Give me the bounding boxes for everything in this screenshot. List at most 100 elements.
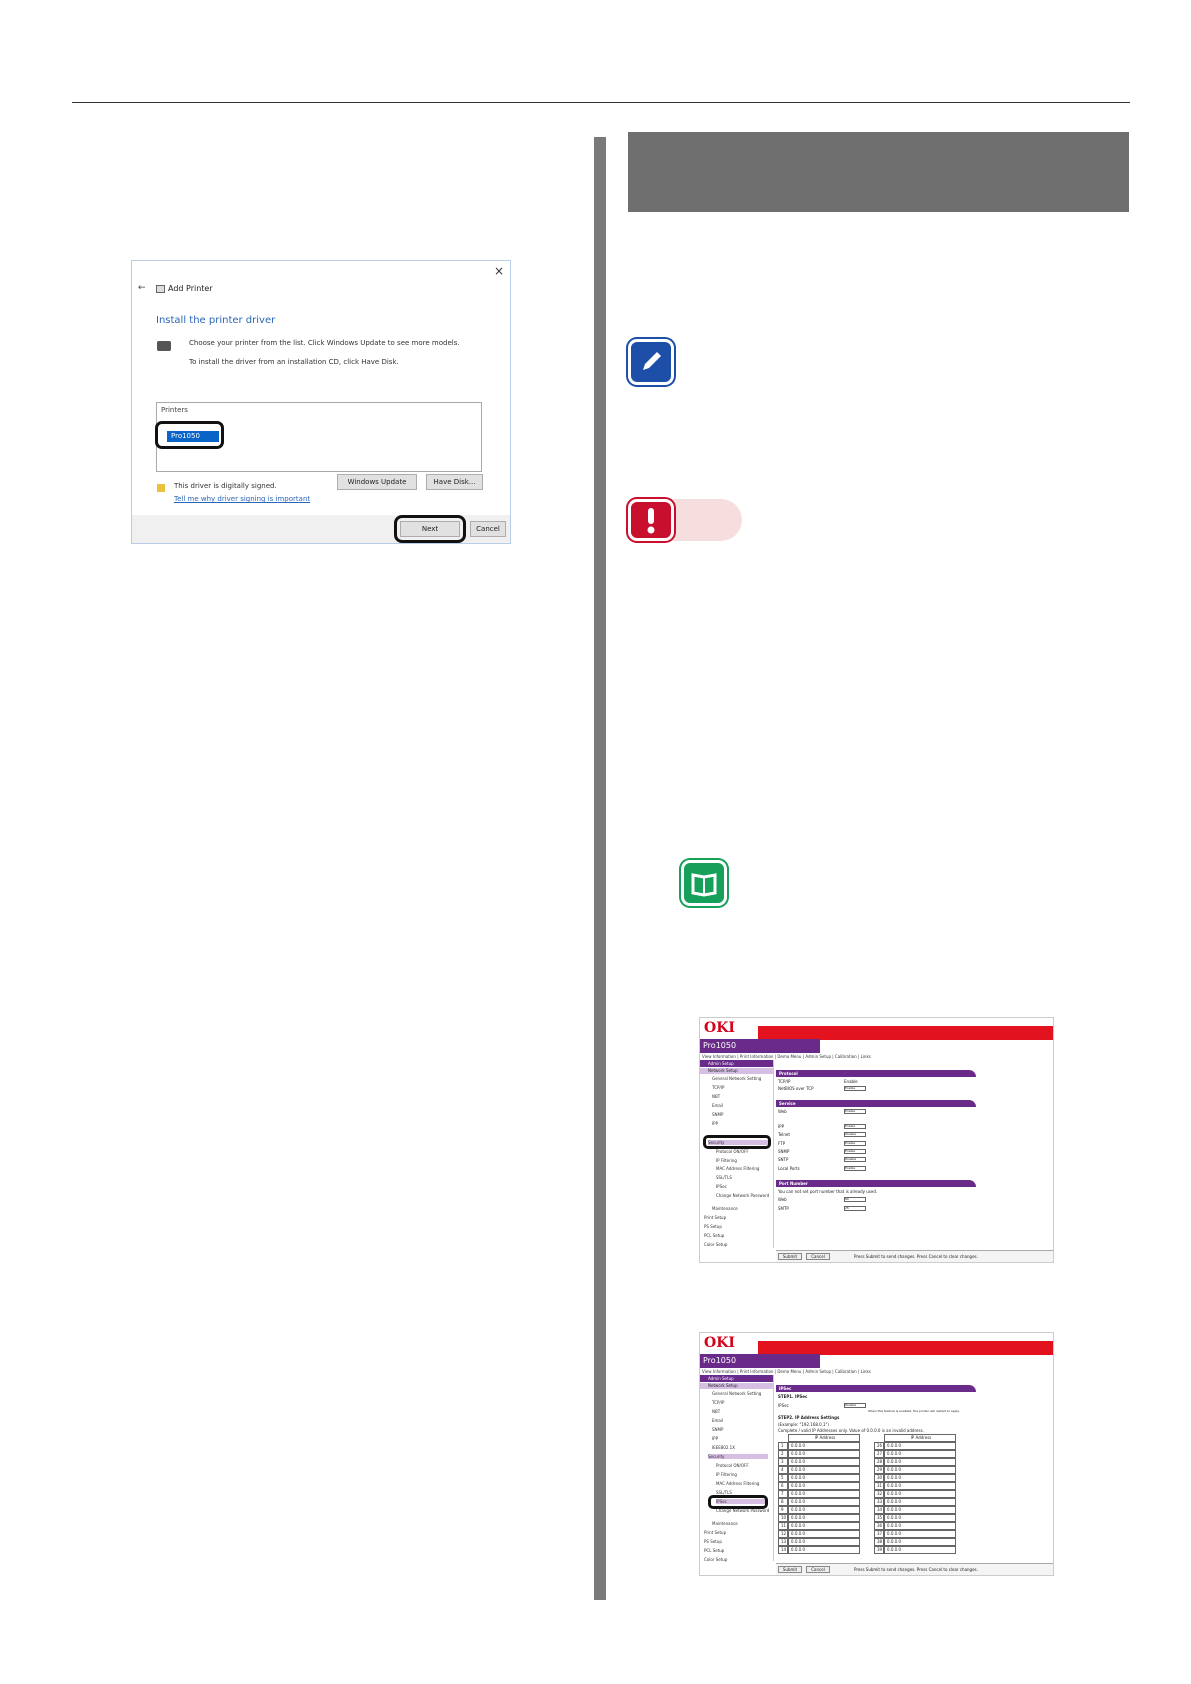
sidebar-item[interactable]: IPSec (716, 1184, 727, 1189)
cancel-button[interactable]: Cancel (470, 521, 506, 537)
sidebar-item[interactable]: Maintenance (712, 1206, 738, 1211)
ip-address-input[interactable]: 0.0.0.0 (884, 1442, 956, 1450)
ip-address-input[interactable]: 0.0.0.0 (884, 1474, 956, 1482)
service-select[interactable]: Enable (844, 1124, 866, 1129)
sidebar-item[interactable]: Email (712, 1418, 724, 1423)
sidebar-item-security[interactable]: Security (708, 1140, 768, 1145)
ipsec-select[interactable]: Disable (844, 1403, 866, 1408)
sidebar-header[interactable]: Admin Setup (700, 1060, 773, 1067)
sidebar-item[interactable]: PCL Setup (704, 1233, 725, 1238)
ip-address-input[interactable]: 0.0.0.0 (884, 1450, 956, 1458)
sidebar-item[interactable]: PS Setup (704, 1224, 722, 1229)
service-label: Local Ports (778, 1166, 800, 1171)
sidebar-item[interactable]: MAC Address Filtering (716, 1481, 760, 1486)
cancel-button[interactable]: Cancel (806, 1566, 830, 1573)
sidebar-item[interactable]: PS Setup (704, 1539, 722, 1544)
step1-label: STEP1. IPSec (778, 1394, 808, 1399)
ip-address-input[interactable]: 0.0.0.0 (884, 1506, 956, 1514)
ip-address-input[interactable]: 0.0.0.0 (788, 1538, 860, 1546)
sidebar-item[interactable]: Change Network Password (716, 1508, 770, 1513)
service-select[interactable]: Enable (844, 1141, 866, 1146)
ip-address-input[interactable]: 0.0.0.0 (884, 1490, 956, 1498)
sidebar-item[interactable]: TCP/IP (712, 1400, 725, 1405)
sidebar-item-security[interactable]: Security (708, 1454, 768, 1459)
sidebar-item[interactable]: Email (712, 1103, 724, 1108)
top-nav[interactable]: View Information | Print Information | D… (702, 1054, 871, 1059)
ip-address-input[interactable]: 0.0.0.0 (884, 1538, 956, 1546)
ip-address-input[interactable]: 0.0.0.0 (884, 1482, 956, 1490)
sidebar-item[interactable]: NBT (712, 1409, 721, 1414)
ip-address-input[interactable]: 0.0.0.0 (788, 1530, 860, 1538)
sidebar-item[interactable]: Color Setup (704, 1557, 728, 1562)
ipsec-note: When this feature is enabled, the printe… (868, 1409, 960, 1413)
sidebar-item[interactable]: General Network Setting (712, 1076, 762, 1081)
ip-address-input[interactable]: 0.0.0.0 (884, 1522, 956, 1530)
ip-address-input[interactable]: 0.0.0.0 (788, 1466, 860, 1474)
ip-address-input[interactable]: 0.0.0.0 (788, 1546, 860, 1554)
service-select[interactable]: Enable (844, 1149, 866, 1154)
top-nav[interactable]: View Information | Print Information | D… (702, 1369, 871, 1374)
ip-address-input[interactable]: 0.0.0.0 (788, 1490, 860, 1498)
ip-address-input[interactable]: 0.0.0.0 (884, 1466, 956, 1474)
sidebar-item[interactable]: Change Network Password (716, 1193, 770, 1198)
sidebar-item[interactable]: SNMP (712, 1112, 724, 1117)
service-label: IPP (778, 1124, 785, 1129)
driver-signing-link[interactable]: Tell me why driver signing is important (174, 495, 311, 503)
ip-address-input[interactable]: 0.0.0.0 (884, 1546, 956, 1554)
protocol-select[interactable]: Enable (844, 1086, 866, 1091)
sidebar-item[interactable]: PCL Setup (704, 1548, 725, 1553)
service-select[interactable]: Enable (844, 1109, 866, 1114)
sidebar-item[interactable]: Protocol ON/OFF (716, 1463, 749, 1468)
submit-button[interactable]: Submit (778, 1253, 802, 1260)
close-icon[interactable]: × (493, 264, 504, 278)
sidebar-item[interactable]: SSL/TLS (716, 1490, 732, 1495)
sidebar-header[interactable]: Admin Setup (700, 1375, 773, 1382)
sidebar-item[interactable]: IPP (712, 1436, 719, 1441)
sidebar-item[interactable]: NBT (712, 1094, 721, 1099)
sidebar-item-ipsec[interactable]: IPSec (716, 1499, 768, 1504)
printers-list[interactable]: Printers Pro1050 PCL6 (156, 402, 482, 472)
sidebar-item[interactable]: IP Filtering (716, 1472, 737, 1477)
sidebar-item[interactable]: IPP (712, 1121, 719, 1126)
sidebar-item[interactable]: Print Setup (704, 1530, 727, 1535)
ip-address-input[interactable]: 0.0.0.0 (788, 1458, 860, 1466)
sidebar-item[interactable]: MAC Address Filtering (716, 1166, 760, 1171)
port-input[interactable]: 80 (844, 1197, 866, 1202)
back-arrow-icon[interactable]: ← (138, 283, 146, 293)
ip-address-input[interactable]: 0.0.0.0 (884, 1514, 956, 1522)
ip-address-input[interactable]: 0.0.0.0 (788, 1450, 860, 1458)
sidebar-item[interactable]: SSL/TLS (716, 1175, 732, 1180)
ip-address-input[interactable]: 0.0.0.0 (788, 1442, 860, 1450)
sidebar-item[interactable]: IEEE802.1X (712, 1445, 735, 1450)
have-disk-button[interactable]: Have Disk... (426, 474, 483, 490)
protocol-label: TCP/IP (778, 1079, 791, 1084)
sidebar-item[interactable]: Maintenance (712, 1521, 738, 1526)
ip-address-input[interactable]: 0.0.0.0 (884, 1458, 956, 1466)
ip-address-input[interactable]: 0.0.0.0 (788, 1522, 860, 1530)
ip-address-input[interactable]: 0.0.0.0 (884, 1498, 956, 1506)
sidebar-item[interactable]: Protocol ON/OFF (716, 1149, 749, 1154)
service-select[interactable]: Disable (844, 1157, 866, 1162)
next-button[interactable]: Next (400, 521, 460, 537)
ip-address-input[interactable]: 0.0.0.0 (788, 1474, 860, 1482)
sidebar-item[interactable]: TCP/IP (712, 1085, 725, 1090)
sidebar-sub-header[interactable]: Network Setup (700, 1383, 773, 1389)
ip-address-input[interactable]: 0.0.0.0 (884, 1530, 956, 1538)
sidebar-item[interactable]: SNMP (712, 1427, 724, 1432)
sidebar-item[interactable]: IP Filtering (716, 1158, 737, 1163)
protocol-label: NetBIOS over TCP (778, 1086, 814, 1091)
submit-button[interactable]: Submit (778, 1566, 802, 1573)
windows-update-button[interactable]: Windows Update (337, 474, 417, 490)
ip-address-input[interactable]: 0.0.0.0 (788, 1498, 860, 1506)
port-input[interactable]: 25 (844, 1206, 866, 1211)
ip-address-input[interactable]: 0.0.0.0 (788, 1506, 860, 1514)
sidebar-sub-header[interactable]: Network Setup (700, 1068, 773, 1074)
service-select[interactable]: Enable (844, 1166, 866, 1171)
sidebar-item[interactable]: General Network Setting (712, 1391, 762, 1396)
ip-address-input[interactable]: 0.0.0.0 (788, 1482, 860, 1490)
service-select[interactable]: Disable (844, 1132, 866, 1137)
ip-address-input[interactable]: 0.0.0.0 (788, 1514, 860, 1522)
cancel-button[interactable]: Cancel (806, 1253, 830, 1260)
sidebar-item[interactable]: Print Setup (704, 1215, 727, 1220)
sidebar-item[interactable]: Color Setup (704, 1242, 728, 1247)
